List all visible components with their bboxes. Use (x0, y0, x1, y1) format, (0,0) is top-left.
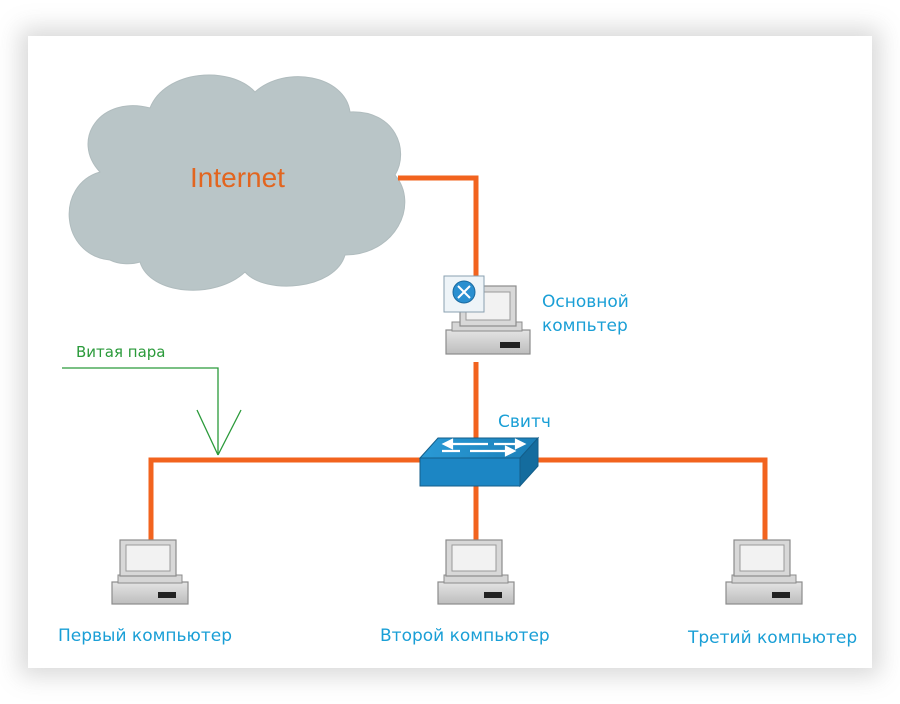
third-computer-icon (725, 539, 803, 605)
switch-label: Свитч (498, 412, 551, 432)
twisted-pair-pointer (62, 367, 242, 456)
main-computer-label-line1: Основной (542, 292, 629, 312)
switch-icon (418, 436, 540, 488)
cables (148, 175, 768, 545)
first-computer-label: Первый компьютер (58, 626, 233, 646)
third-computer-label: Третий компьютер (688, 628, 858, 648)
twisted-pair-label: Витая пара (76, 343, 166, 361)
main-computer-label-line2: компьтер (542, 316, 628, 336)
first-computer-icon (111, 539, 189, 605)
cable-switch-to-first (148, 457, 422, 545)
cable-internet-to-main (398, 175, 479, 286)
main-computer-icon (443, 275, 531, 355)
internet-label: Internet (190, 162, 285, 193)
internet-cloud (68, 74, 406, 291)
cable-switch-to-third (532, 457, 768, 545)
second-computer-label: Второй компьютер (380, 626, 550, 646)
second-computer-icon (437, 539, 515, 605)
